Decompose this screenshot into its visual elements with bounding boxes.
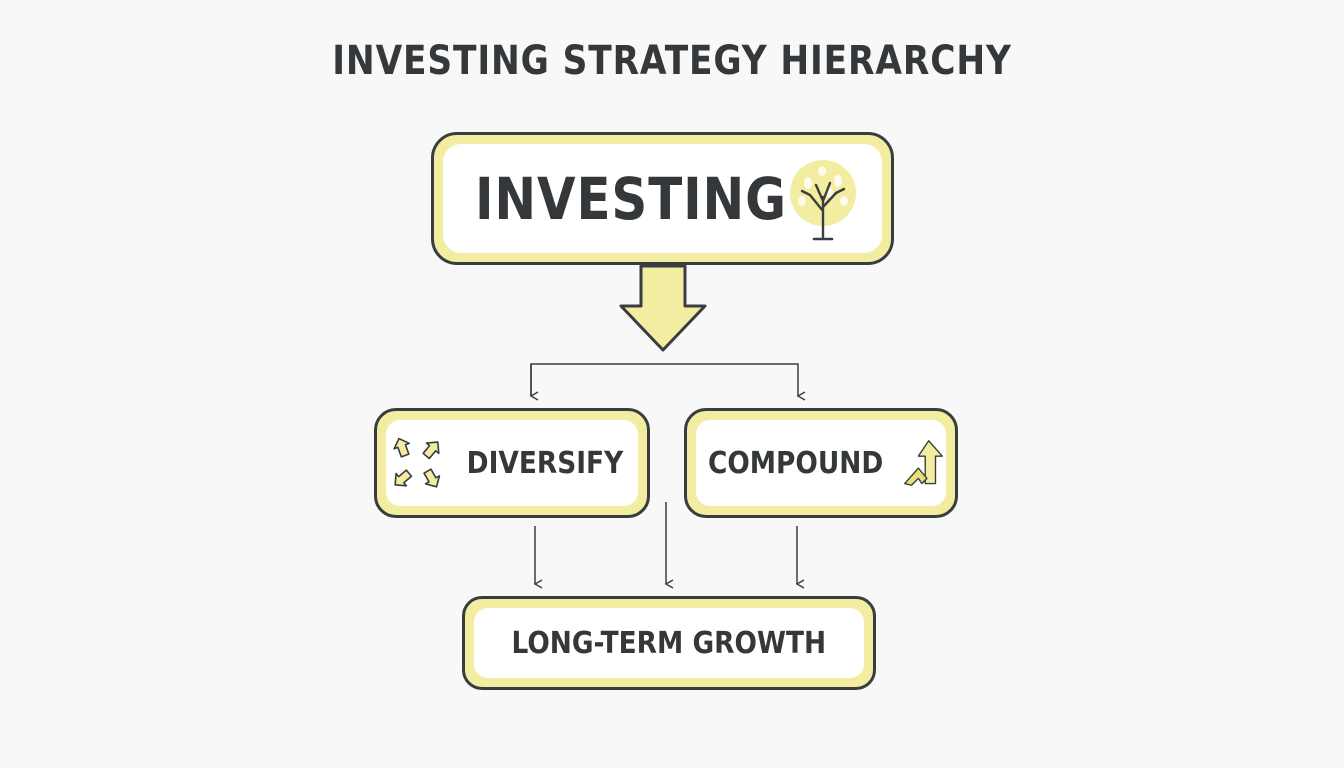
diagram-title: INVESTING STRATEGY HIERARCHY [332,38,1012,84]
node-diversify-label: DIVERSIFY [466,445,624,481]
node-compound-inner: COMPOUND [696,420,946,506]
node-investing-label: INVESTING [475,164,787,233]
node-long-term-growth: LONG-TERM GROWTH [462,596,876,690]
node-diversify-inner: DIVERSIFY [386,420,638,506]
up-arrow-icon [904,440,944,486]
node-compound-label: COMPOUND [707,445,884,481]
branch-connector [530,363,806,401]
node-compound: COMPOUND [684,408,958,518]
node-long-term-growth-label: LONG-TERM GROWTH [511,625,827,661]
node-investing: INVESTING [431,132,894,265]
node-long-term-growth-inner: LONG-TERM GROWTH [474,608,864,678]
tree-icon [790,160,856,241]
node-diversify: DIVERSIFY [374,408,650,518]
main-down-arrow [619,264,707,352]
scatter-arrows-icon [393,437,441,488]
